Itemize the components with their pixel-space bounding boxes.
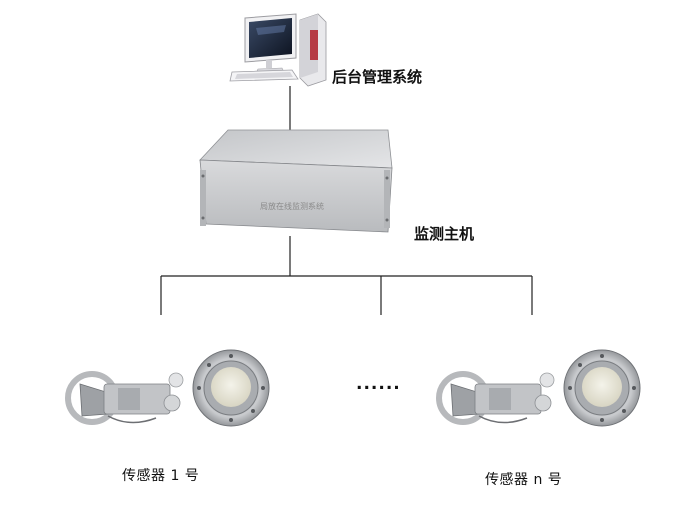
ellipsis-more-sensors: ...... [356, 374, 401, 394]
backend-system-label: 后台管理系统 [332, 68, 423, 86]
monitoring-host-label: 监测主机 [414, 225, 475, 243]
monitoring-host-device [199, 129, 393, 233]
computer-icon [229, 13, 327, 87]
sensor-n-label: 传感器 n 号 [485, 472, 563, 488]
host-panel-label: 局放在线监测系统 [260, 202, 324, 211]
connector-lines [160, 86, 533, 315]
sensor-1-label: 传感器 1 号 [122, 468, 200, 484]
